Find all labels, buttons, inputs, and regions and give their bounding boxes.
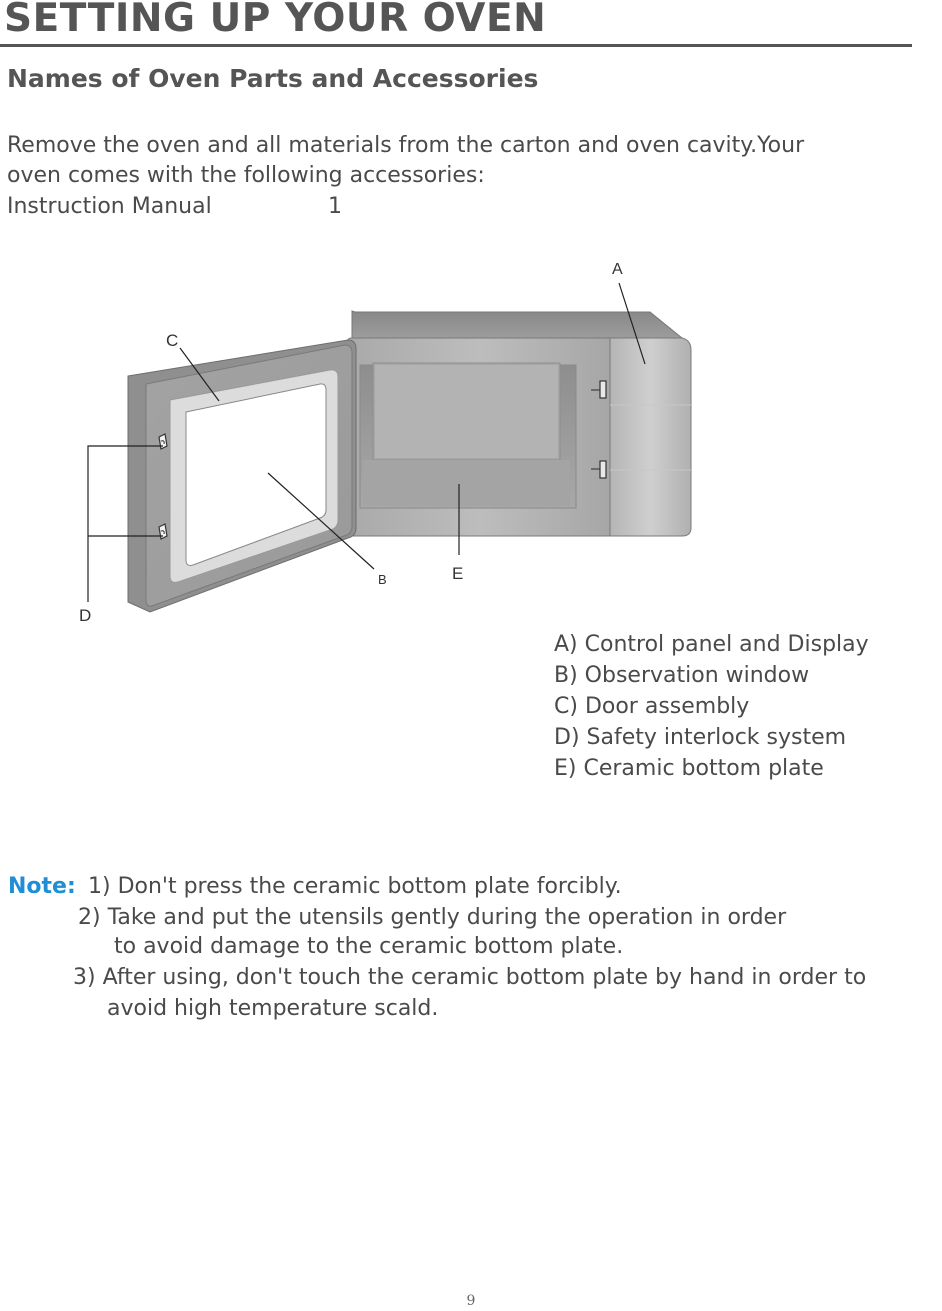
door-assembly — [127, 339, 357, 613]
legend-item-ceramic-plate: E) Ceramic bottom plate — [554, 756, 824, 781]
title-divider — [0, 44, 912, 47]
oven-diagram: A C B E D — [79, 261, 692, 625]
door-latch-slots — [591, 380, 607, 479]
note-item-continuation: avoid high temperature scald. — [107, 996, 439, 1021]
accessory-name: Instruction Manual — [7, 194, 212, 219]
note-item: 1) Don't press the ceramic bottom plate … — [88, 874, 622, 899]
interlock-hooks — [158, 433, 168, 540]
oven-body — [346, 310, 684, 537]
callout-d: D — [79, 606, 91, 625]
note-label: Note: — [8, 874, 76, 899]
accessory-quantity: 1 — [328, 194, 342, 219]
page-title: SETTING UP YOUR OVEN — [4, 0, 547, 41]
legend-item-door-assembly: C) Door assembly — [554, 694, 750, 719]
legend-item-observation-window: B) Observation window — [554, 663, 810, 688]
callout-c: C — [166, 331, 178, 350]
note-item: 2) Take and put the utensils gently duri… — [78, 905, 787, 930]
callout-leader-lines — [87, 282, 646, 602]
legend-item-safety-interlock: D) Safety interlock system — [554, 725, 847, 750]
callout-a: A — [612, 261, 623, 278]
callout-b: B — [378, 572, 387, 587]
callout-e: E — [452, 564, 463, 583]
intro-text-line: Remove the oven and all materials from t… — [7, 133, 805, 158]
intro-text-line: oven comes with the following accessorie… — [7, 163, 485, 188]
note-item-continuation: to avoid damage to the ceramic bottom pl… — [114, 934, 624, 959]
note-item: 3) After using, don't touch the ceramic … — [73, 965, 867, 990]
section-title: Names of Oven Parts and Accessories — [7, 64, 539, 93]
page-number: 9 — [466, 1293, 476, 1309]
control-panel — [609, 337, 692, 537]
legend-item-control-panel: A) Control panel and Display — [554, 632, 869, 657]
